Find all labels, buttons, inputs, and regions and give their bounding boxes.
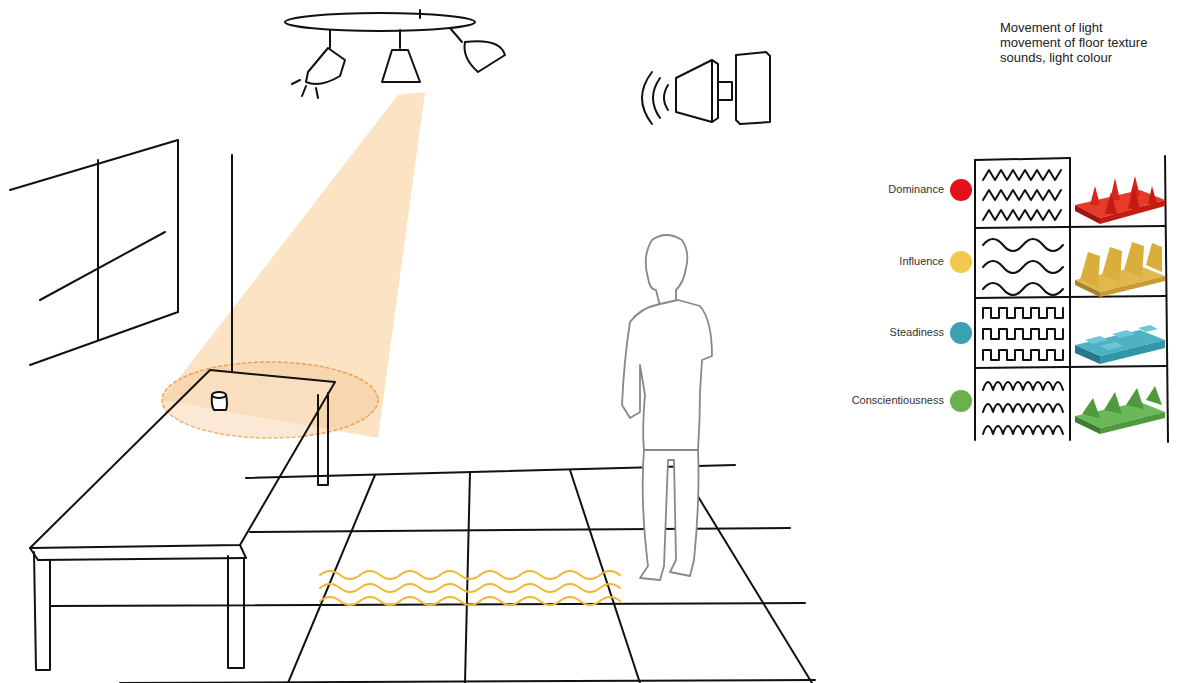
legend-swatch — [950, 251, 972, 273]
table — [30, 370, 335, 670]
note-text: Movement of light movement of floor text… — [1000, 20, 1155, 65]
texture-samples — [1075, 176, 1165, 434]
ceiling-lamp — [285, 10, 505, 98]
legend-grid — [975, 156, 1168, 442]
legend-swatch — [950, 322, 972, 344]
legend-swatch — [950, 179, 972, 201]
legend-label: Dominance — [804, 183, 944, 195]
legend-label: Influence — [804, 255, 944, 267]
speaker-icon — [642, 52, 770, 124]
legend-swatch — [950, 390, 972, 412]
floor-waves — [320, 571, 620, 605]
person-figure — [622, 235, 712, 580]
legend-label: Steadiness — [804, 326, 944, 338]
window — [10, 140, 232, 372]
wave-patterns — [983, 170, 1063, 434]
legend-label: Conscientiousness — [804, 394, 944, 406]
floor-tiles — [50, 465, 815, 683]
